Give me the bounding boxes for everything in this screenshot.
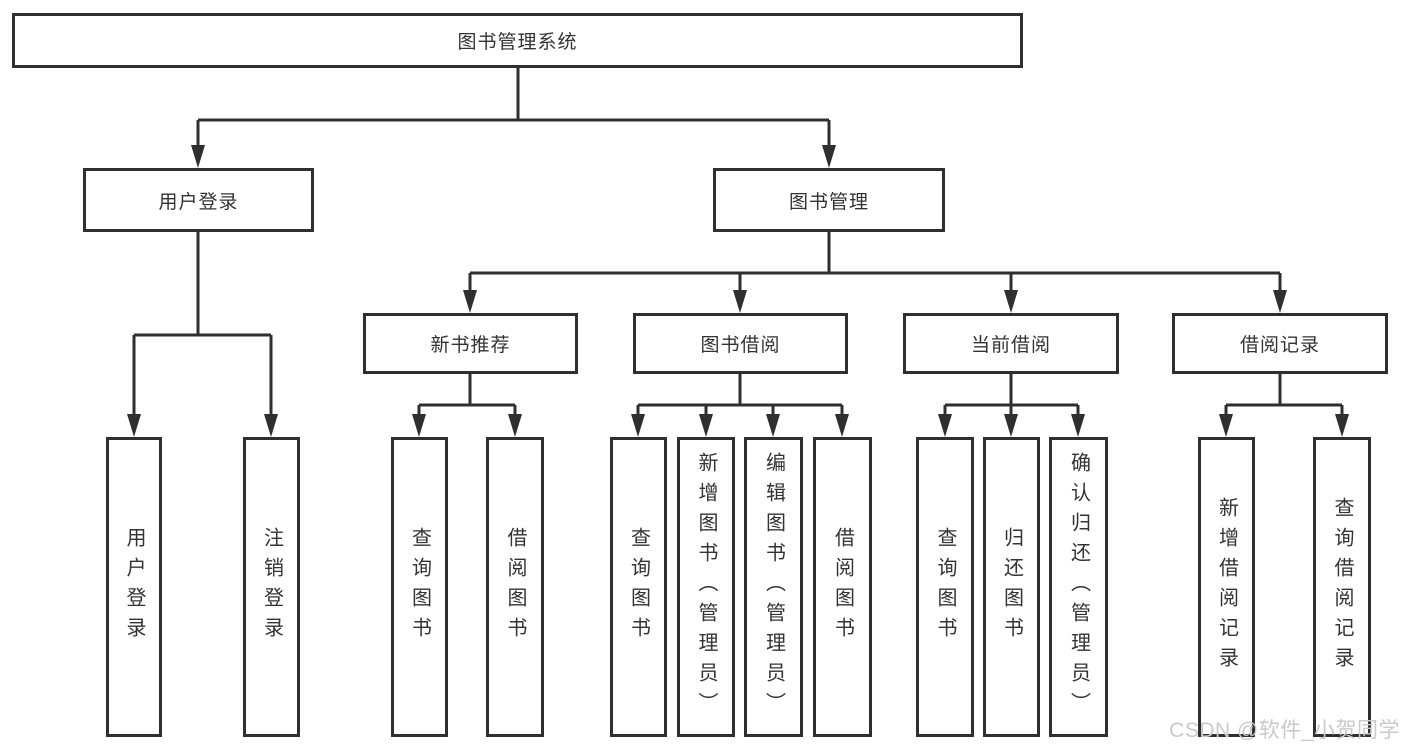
node-user-login: 用户登录 (83, 168, 314, 232)
node-label: 归还图书 (1000, 527, 1023, 647)
node-label: 注销登录 (260, 527, 283, 647)
leaf-borrow-book-recommend: 借阅图书 (486, 437, 544, 737)
node-label: 当前借阅 (970, 335, 1051, 356)
leaf-query-book-borrow: 查询图书 (610, 437, 667, 737)
node-book-management: 图书管理 (713, 168, 945, 232)
leaf-user-login: 用户登录 (106, 437, 162, 737)
node-new-book-recommend: 新书推荐 (363, 313, 578, 374)
leaf-borrow-book: 借阅图书 (813, 437, 872, 737)
node-label: 用户登录 (158, 191, 239, 213)
node-label: 图书管理系统 (457, 32, 578, 53)
connector-current-borrow-children (938, 374, 1085, 437)
node-label: 新增借阅记录 (1215, 497, 1238, 677)
node-label: 图书借阅 (700, 335, 781, 356)
leaf-query-borrow-record: 查询借阅记录 (1313, 437, 1371, 737)
watermark: CSDN @软件_小贺同学 (1169, 719, 1400, 742)
connector-book-management-children (463, 232, 1287, 313)
node-label: 查询借阅记录 (1331, 497, 1353, 677)
connector-user-login-children (127, 232, 278, 437)
leaf-query-book-recommend: 查询图书 (391, 437, 448, 737)
leaf-return-book: 归还图书 (983, 437, 1040, 737)
node-label: 查询图书 (408, 527, 431, 647)
node-system-root: 图书管理系统 (12, 13, 1023, 68)
node-label: 编辑图书（管理员） (762, 452, 785, 722)
connector-new-book-recommend-children (412, 374, 522, 437)
node-label: 用户登录 (123, 527, 145, 647)
node-label: 确认归还（管理员） (1067, 452, 1090, 722)
node-label: 查询图书 (934, 527, 956, 647)
leaf-add-book-admin: 新增图书（管理员） (677, 437, 735, 737)
node-current-borrow: 当前借阅 (903, 313, 1119, 374)
leaf-add-borrow-record: 新增借阅记录 (1198, 437, 1255, 737)
node-label: 新增图书（管理员） (695, 452, 717, 722)
node-label: 查询图书 (627, 527, 650, 647)
leaf-edit-book-admin: 编辑图书（管理员） (744, 437, 803, 737)
connector-book-borrow-children (631, 374, 849, 437)
node-label: 新书推荐 (430, 335, 511, 356)
node-label: 借阅图书 (831, 527, 854, 647)
leaf-query-book-current: 查询图书 (916, 437, 974, 737)
connector-borrow-record-children (1219, 374, 1349, 437)
node-label: 借阅记录 (1239, 335, 1320, 356)
node-borrow-record: 借阅记录 (1172, 313, 1388, 374)
node-book-borrow: 图书借阅 (633, 313, 848, 374)
leaf-confirm-return-admin: 确认归还（管理员） (1049, 437, 1108, 737)
node-label: 借阅图书 (504, 527, 526, 647)
connector-root-to-level2 (191, 68, 836, 168)
node-label: 图书管理 (788, 191, 869, 213)
leaf-logout: 注销登录 (243, 437, 300, 737)
